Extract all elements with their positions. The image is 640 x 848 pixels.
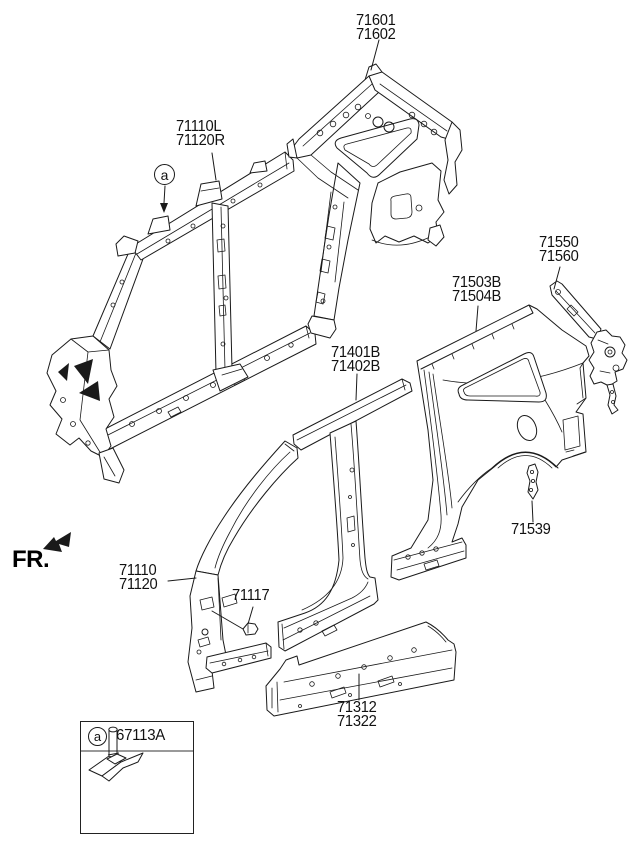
part-number: 71110L: [176, 118, 222, 135]
callout-partition-panel: 71539: [511, 521, 551, 538]
part-number: 71322: [337, 713, 377, 730]
part-number: 71401B: [331, 344, 381, 361]
part-number: 71312: [337, 699, 377, 716]
fr-direction-label: FR.: [12, 546, 50, 573]
quarter-inner-panel-drawing: [286, 63, 463, 339]
part-number: 71539: [511, 521, 551, 538]
detail-marker-letter: a: [160, 166, 169, 183]
part-number: 71120: [119, 576, 158, 593]
side-sill-outer-drawing: [265, 621, 457, 717]
fr-direction-arrow: [43, 532, 71, 552]
detail-marker-a: a: [154, 164, 175, 185]
rear-rail-side-drawing: [549, 280, 628, 415]
legend-ref-marker: a: [88, 726, 107, 746]
part-number: 71560: [539, 248, 579, 265]
legend-ref-letter: a: [93, 728, 102, 744]
legend-body: [81, 726, 193, 832]
part-number: 71117: [232, 587, 270, 604]
center-pillar-outer-drawing: [277, 378, 413, 652]
partition-panel-drawing: [526, 463, 539, 500]
legend-box: a 67113A: [80, 721, 194, 834]
bracket-drawing: [242, 622, 259, 636]
quarter-outer-panel-drawing: [390, 304, 590, 581]
part-number: 71601: [356, 12, 396, 29]
callout-leader-lines: [167, 39, 561, 701]
part-number: 71550: [539, 234, 579, 251]
part-number: 71120R: [176, 132, 225, 149]
fastener-icon: [88, 726, 144, 782]
detail-marker-arrow: [160, 185, 168, 213]
part-number: 71110: [119, 562, 157, 579]
part-number: 71402B: [331, 358, 381, 375]
part-number: 71602: [356, 26, 396, 43]
legend-header: a 67113A: [81, 722, 193, 752]
legend-part-number: 67113A: [116, 727, 166, 744]
front-pillar-outer-drawing: [187, 440, 299, 693]
callout-bracket: 71117: [232, 587, 270, 604]
part-number: 71504B: [452, 288, 502, 305]
part-number: 71503B: [452, 274, 502, 291]
body-side-inner-panel-drawing: [46, 151, 317, 484]
